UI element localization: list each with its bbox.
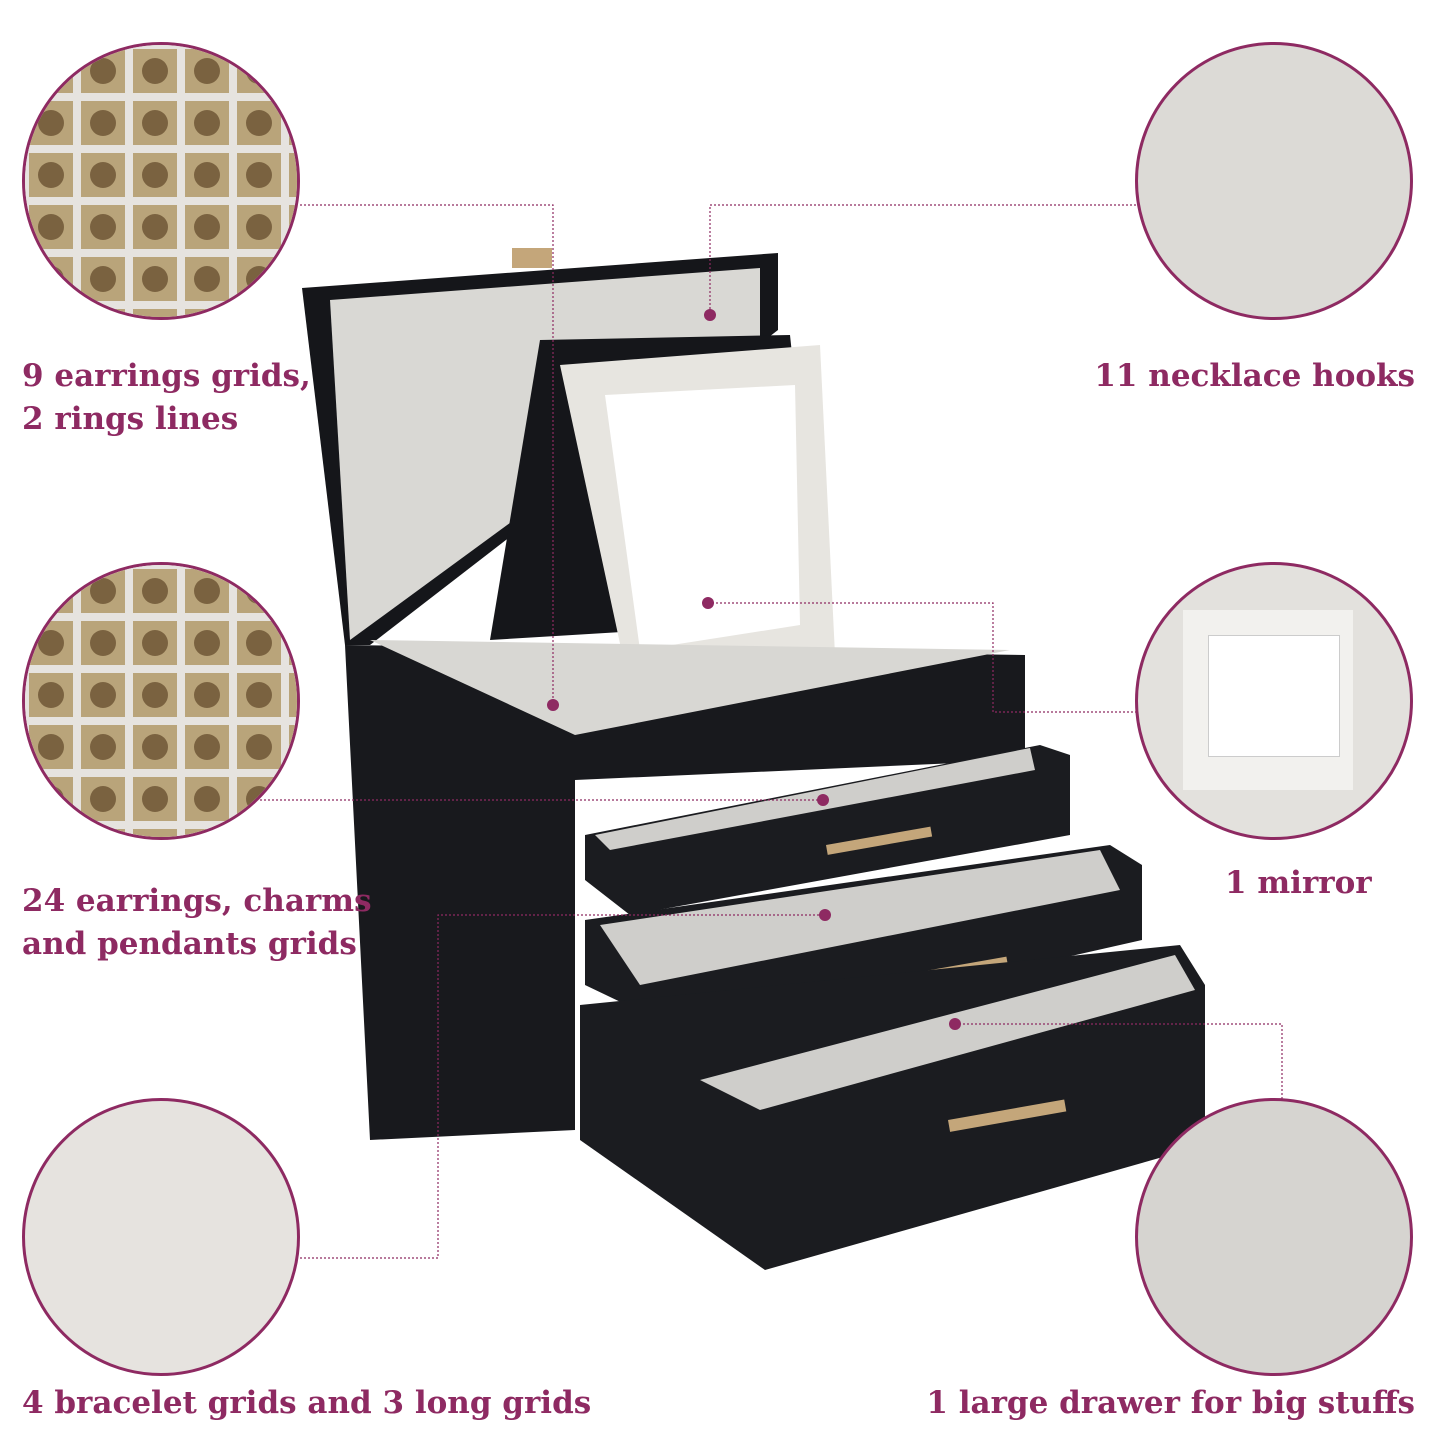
label-line: 9 earrings grids, xyxy=(22,358,311,394)
drawer-1-handle xyxy=(826,826,933,855)
mirror-label: 1 mirror xyxy=(1225,865,1372,901)
charms-label: 24 earrings, charms and pendants grids xyxy=(22,880,372,966)
box-body xyxy=(345,645,1025,1140)
mirror-photo xyxy=(1135,562,1413,840)
label-line: 24 earrings, charms xyxy=(22,883,372,919)
earrings-rings-photo xyxy=(22,42,300,320)
connector-lines xyxy=(260,204,1283,1259)
label-line: 2 rings lines xyxy=(22,401,239,437)
clasp xyxy=(512,248,552,268)
mirror-glass xyxy=(605,385,800,650)
drawer-label: 1 large drawer for big stuffs xyxy=(926,1385,1415,1421)
drawer-3-handle xyxy=(948,1099,1067,1132)
necklace-hooks-photo xyxy=(1135,42,1413,320)
large-drawer-photo xyxy=(1135,1098,1413,1376)
necklace-label: 11 necklace hooks xyxy=(1094,358,1415,394)
bracelet-grid-photo xyxy=(22,1098,300,1376)
drawer-1 xyxy=(585,745,1070,915)
earrings-rings-label: 9 earrings grids, 2 rings lines xyxy=(22,355,311,441)
connector-dots xyxy=(547,309,961,1030)
label-line: and pendants grids xyxy=(22,926,357,962)
bracelet-label: 4 bracelet grids and 3 long grids xyxy=(22,1385,592,1421)
charms-grid-photo xyxy=(22,562,300,840)
